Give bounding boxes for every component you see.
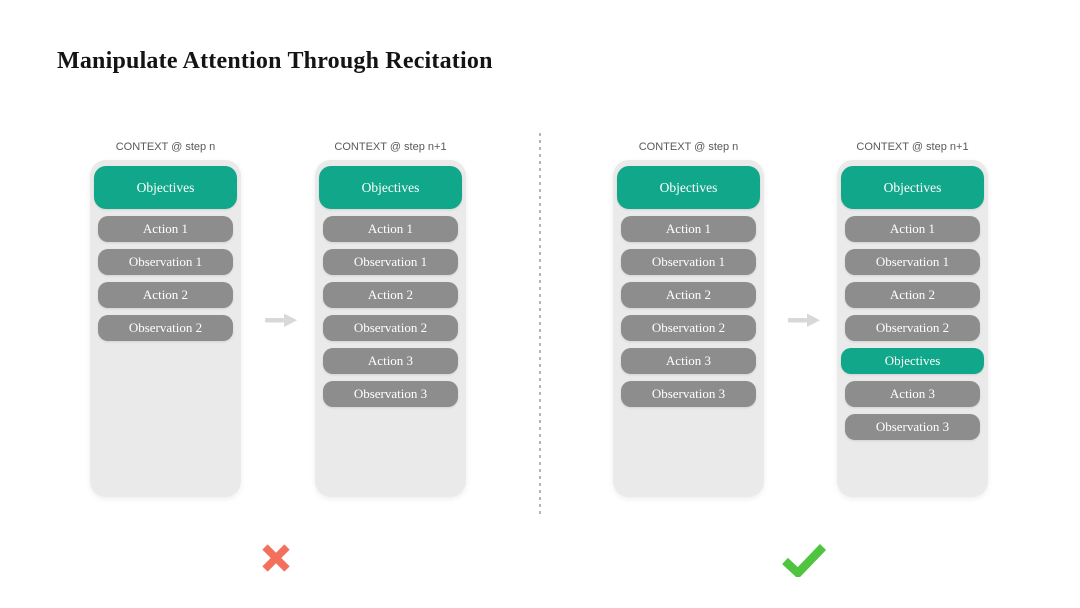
pill-action-1: Action 1 xyxy=(845,216,980,242)
context-label: CONTEXT @ step n+1 xyxy=(856,141,969,153)
pill-action-1: Action 1 xyxy=(323,216,458,242)
vertical-dashed-divider xyxy=(539,133,541,517)
pill-action-2: Action 2 xyxy=(621,282,756,308)
pill-objectives: Objectives xyxy=(617,166,760,209)
context-column-step-n-right: CONTEXT @ step n Objectives Action 1 Obs… xyxy=(613,141,764,497)
context-label: CONTEXT @ step n xyxy=(115,141,216,153)
pill-action-2: Action 2 xyxy=(98,282,233,308)
context-label: CONTEXT @ step n xyxy=(638,141,739,153)
pill-action-2: Action 2 xyxy=(323,282,458,308)
pill-observation-2: Observation 2 xyxy=(621,315,756,341)
page-title: Manipulate Attention Through Recitation xyxy=(57,48,493,74)
pill-observation-1: Observation 1 xyxy=(621,249,756,275)
context-box: Objectives Action 1 Observation 1 Action… xyxy=(315,160,466,497)
pill-observation-3: Observation 3 xyxy=(845,414,980,440)
pill-observation-1: Observation 1 xyxy=(98,249,233,275)
pill-action-3: Action 3 xyxy=(621,348,756,374)
context-column-step-n1-left: CONTEXT @ step n+1 Objectives Action 1 O… xyxy=(315,141,466,497)
pill-observation-1: Observation 1 xyxy=(845,249,980,275)
pill-observation-1: Observation 1 xyxy=(323,249,458,275)
context-label: CONTEXT @ step n+1 xyxy=(334,141,447,153)
pill-objectives: Objectives xyxy=(841,166,984,209)
pill-objectives: Objectives xyxy=(319,166,462,209)
pill-action-3: Action 3 xyxy=(845,381,980,407)
arrow-right-icon xyxy=(788,313,820,327)
pill-action-3: Action 3 xyxy=(323,348,458,374)
pill-action-2: Action 2 xyxy=(845,282,980,308)
pill-observation-2: Observation 2 xyxy=(323,315,458,341)
arrow-right-icon xyxy=(265,313,297,327)
context-column-step-n1-right: CONTEXT @ step n+1 Objectives Action 1 O… xyxy=(837,141,988,497)
pill-observation-3: Observation 3 xyxy=(621,381,756,407)
pill-action-1: Action 1 xyxy=(621,216,756,242)
pill-observation-3: Observation 3 xyxy=(323,381,458,407)
context-box: Objectives Action 1 Observation 1 Action… xyxy=(837,160,988,497)
pill-objectives-recited: Objectives xyxy=(841,348,984,374)
pill-observation-2: Observation 2 xyxy=(845,315,980,341)
pill-objectives: Objectives xyxy=(94,166,237,209)
context-box: Objectives Action 1 Observation 1 Action… xyxy=(613,160,764,497)
context-column-step-n-left: CONTEXT @ step n Objectives Action 1 Obs… xyxy=(90,141,241,497)
pill-observation-2: Observation 2 xyxy=(98,315,233,341)
pill-action-1: Action 1 xyxy=(98,216,233,242)
check-icon xyxy=(782,544,827,577)
context-box: Objectives Action 1 Observation 1 Action… xyxy=(90,160,241,497)
cross-icon xyxy=(262,544,290,572)
